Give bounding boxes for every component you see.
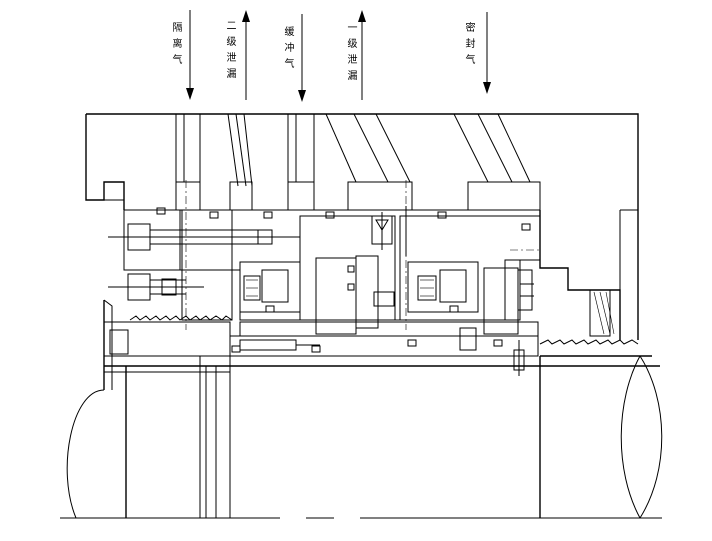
label-primary-leak: 一级泄漏	[345, 22, 356, 86]
seal-cartridge	[108, 209, 541, 321]
center-lines	[185, 180, 540, 330]
housing	[85, 113, 639, 340]
label-secondary-leak: 二级泄漏	[224, 20, 235, 84]
shaft-sleeve	[103, 289, 652, 376]
label-seal-gas: 密封气	[463, 22, 474, 70]
seal-chambers	[239, 206, 534, 335]
shaft	[60, 299, 663, 519]
label-buffer-gas: 缓冲气	[282, 26, 293, 74]
flow-arrows	[186, 10, 491, 102]
o-rings	[156, 207, 531, 353]
label-isolation-gas: 隔离气	[170, 22, 181, 70]
